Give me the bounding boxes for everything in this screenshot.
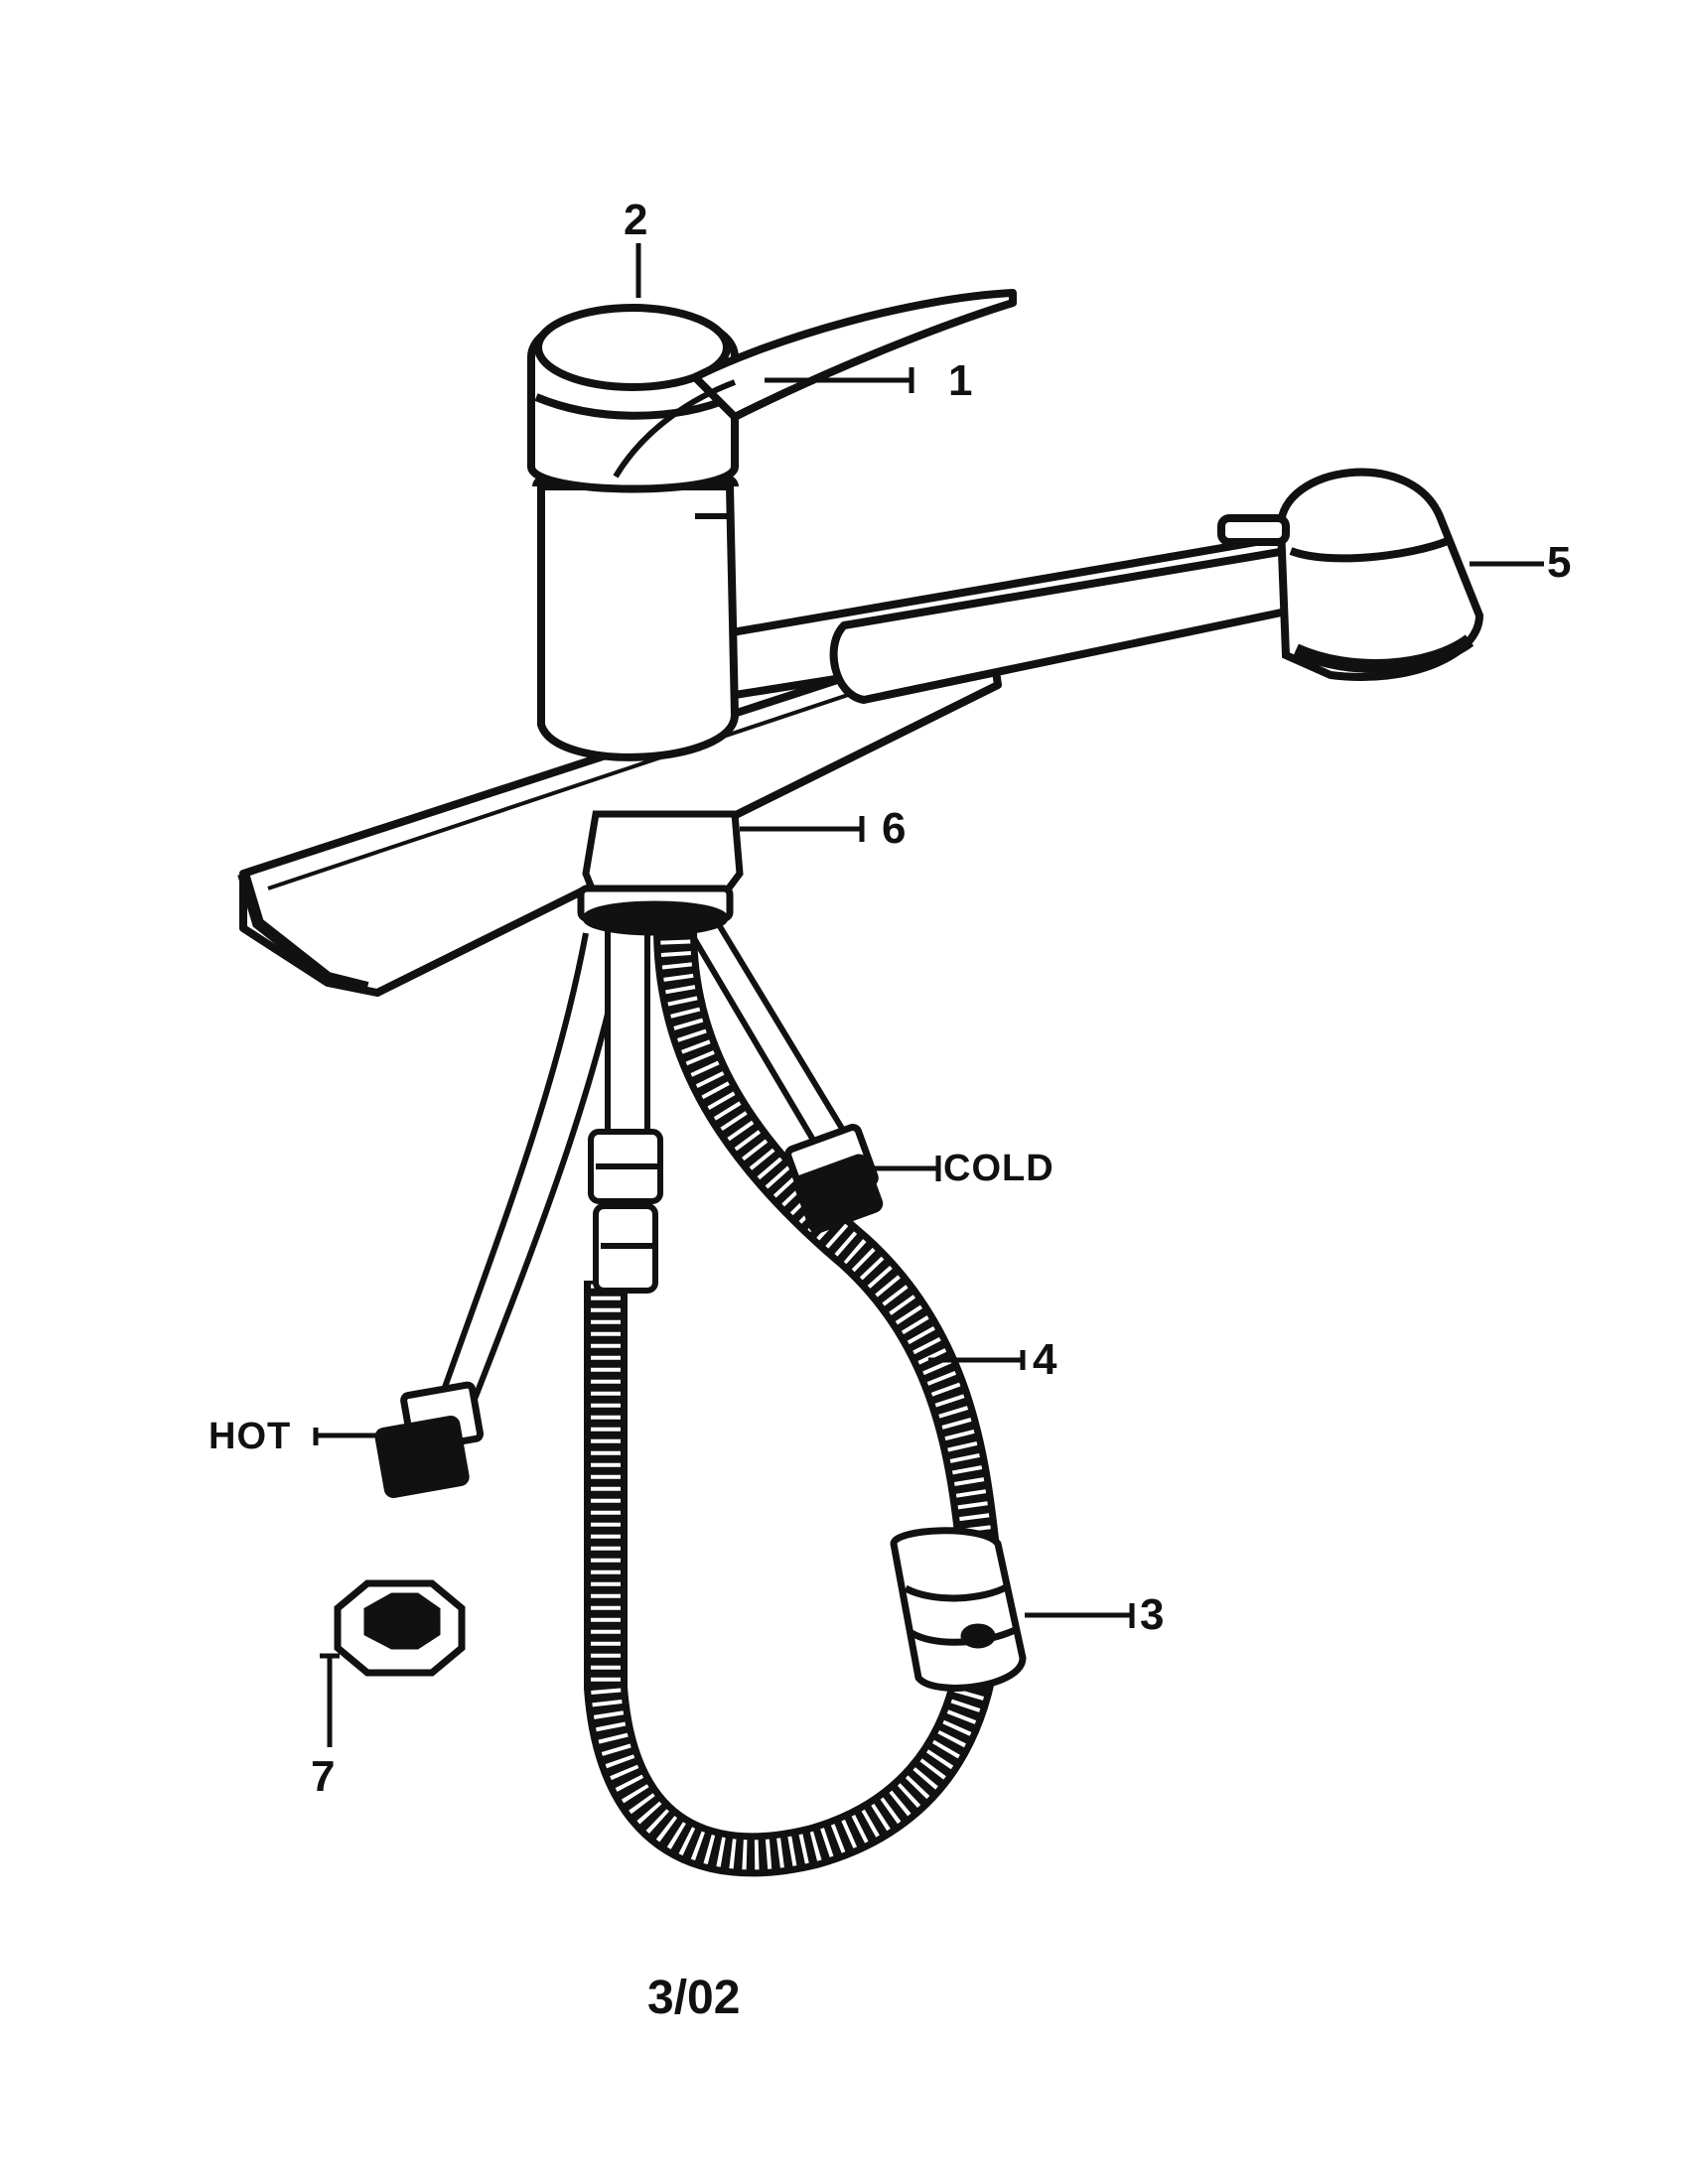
cold-supply-line: [682, 916, 847, 1144]
handle-cap: [527, 304, 739, 493]
callout-1: 1: [948, 356, 973, 405]
label-cold: COLD: [943, 1148, 1054, 1189]
callout-5: 5: [1547, 538, 1572, 587]
mounting-nut: [334, 1579, 466, 1677]
faucet-body: [532, 463, 740, 761]
spray-hose: [584, 927, 1003, 1877]
callout-2: 2: [624, 196, 648, 244]
leader-lines: [313, 243, 1544, 1747]
date-code: 3/02: [647, 1972, 741, 2024]
label-hot: HOT: [209, 1416, 292, 1457]
hose-weight: [890, 1527, 1027, 1692]
callout-7: 7: [311, 1752, 336, 1801]
base-shank: [577, 810, 744, 936]
hot-inlet-fitting: [374, 1381, 485, 1498]
callout-4: 4: [1033, 1335, 1057, 1384]
spray-head: [1217, 468, 1484, 681]
callout-3: 3: [1140, 1590, 1165, 1639]
cold-inlet-fitting: [784, 1124, 884, 1234]
callout-6: 6: [882, 804, 907, 853]
hose-connector-fitting: [588, 920, 663, 1294]
